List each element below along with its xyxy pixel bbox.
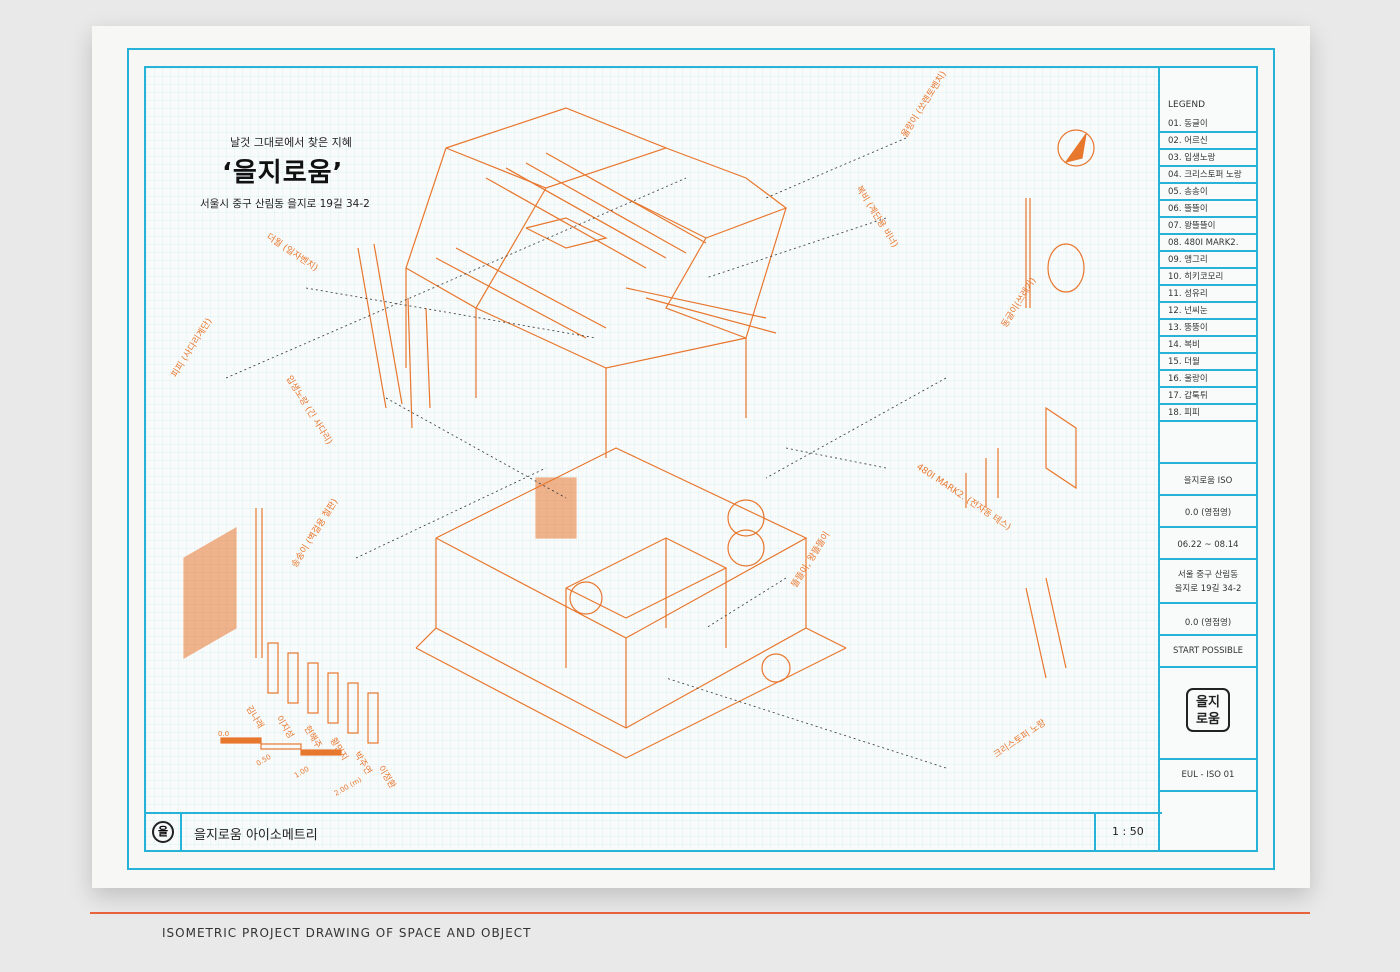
legend-item: 04. 크리스토퍼 노랑	[1160, 167, 1256, 184]
person-name-4: 황민지	[327, 736, 349, 763]
info-project: 을지로움 ISO	[1160, 462, 1256, 494]
page-caption: ISOMETRIC PROJECT DRAWING OF SPACE AND O…	[162, 926, 532, 940]
isometric-drawing: 더월 (일자벤치) 울랑이 (쏘렌토벤치) 복비 (계단용 비너) 동글이(쓰레…	[168, 69, 1095, 798]
scale-bar	[220, 737, 342, 756]
legend-item: 09. 앵그리	[1160, 252, 1256, 269]
headline-address: 서울시 중구 산림동 을지로 19길 34-2	[200, 198, 370, 210]
callout-6-7: 뜰뜰이, 왕뜰뜰이	[789, 530, 832, 590]
title-bar: 을 을지로움 아이소메트리 1 : 50	[146, 812, 1162, 850]
loose-objects	[183, 198, 1085, 679]
person-name-2: 이지성	[273, 714, 295, 741]
title-divider	[1094, 814, 1096, 850]
outer-frame	[127, 48, 1275, 870]
person-name-3: 현해주	[301, 724, 323, 751]
legend-item: 01. 동글이	[1160, 116, 1256, 133]
side-panel: LEGEND 01. 동글이 02. 어르신 03. 입생노랑 04. 크리스토…	[1158, 68, 1256, 850]
legend-item: 07. 왕뜰뜰이	[1160, 218, 1256, 235]
callout-5: 송송이 (벽걸용 철판)	[289, 497, 340, 570]
scale-label-0: 0.0	[218, 730, 229, 738]
compass-icon	[1057, 129, 1095, 167]
title-bar-title: 을지로움 아이소메트리	[194, 828, 318, 843]
legend-item: 11. 성유리	[1160, 286, 1256, 303]
info-status: START POSSIBLE	[1160, 634, 1256, 666]
room-structure	[415, 447, 847, 759]
person-name-6: 이정환	[375, 763, 398, 790]
people-silhouettes	[267, 642, 379, 744]
legend-item: 17. 갑툭튀	[1160, 388, 1256, 405]
legend-item: 14. 복비	[1160, 337, 1256, 354]
callout-4: 크리스토퍼 노랑	[991, 717, 1048, 761]
legend-list: 01. 동글이 02. 어르신 03. 입생노랑 04. 크리스토퍼 노랑 05…	[1160, 116, 1256, 422]
drawing-sheet: 날것 그대로에서 찾은 지혜 ‘을지로움’ 서울시 중구 산림동 을지로 19길…	[92, 26, 1310, 888]
callout-15: 더월 (일자벤치)	[264, 231, 320, 274]
info-sheet-no: EUL - ISO 01	[1160, 758, 1256, 790]
legend-item: 08. 480I MARK2.	[1160, 235, 1256, 252]
callout-14: 복비 (계단용 비너)	[853, 183, 901, 249]
person-name-5: 박주연	[351, 750, 373, 777]
info-period: 06.22 ~ 08.14	[1160, 526, 1256, 558]
headline-title: ‘을지로움’	[222, 158, 344, 188]
legend-item: 18. 피피	[1160, 405, 1256, 422]
caption-rule	[90, 912, 1310, 914]
callout-18: 피피 (사다리계단)	[168, 316, 214, 380]
person-name-1: 김나래	[243, 703, 266, 730]
legend-item: 10. 히키코모리	[1160, 269, 1256, 286]
legend-item: 13. 뚱뚱이	[1160, 320, 1256, 337]
legend-item: 15. 더월	[1160, 354, 1256, 371]
legend-item: 16. 울랑이	[1160, 371, 1256, 388]
legend-item: 12. 넌씨눈	[1160, 303, 1256, 320]
scale-label-3: 2.00 (m)	[333, 776, 363, 798]
inner-frame: 날것 그대로에서 찾은 지혜 ‘을지로움’ 서울시 중구 산림동 을지로 19길…	[144, 66, 1258, 852]
hatched-panel	[535, 477, 577, 539]
callout-16: 울랑이 (쏘렌토벤치)	[898, 69, 949, 140]
roof-structure	[405, 107, 788, 458]
callout-1: 동글이(쓰레기)	[999, 276, 1038, 330]
legend-item: 06. 뜰뜰이	[1160, 201, 1256, 218]
legend-item: 03. 입생노랑	[1160, 150, 1256, 167]
scale-label-1: 0.50	[255, 753, 273, 768]
scale-label-2: 1.00	[293, 765, 311, 780]
leader-lines	[225, 137, 947, 769]
callout-3: 입생노랑 (긴 사다리)	[283, 373, 335, 446]
info-drawn-by: 0.0 (영점영)	[1160, 602, 1256, 634]
info-address: 서울 중구 산림동 을지로 19길 34-2	[1160, 558, 1256, 602]
title-logo: 을	[152, 821, 174, 843]
legend-item: 05. 송송이	[1160, 184, 1256, 201]
info-scale: 0.0 (영점영)	[1160, 494, 1256, 526]
headline-subtitle: 날것 그대로에서 찾은 지혜	[230, 136, 352, 149]
title-divider	[180, 814, 182, 850]
legend-title: LEGEND	[1168, 100, 1206, 110]
legend-item: 02. 어르신	[1160, 133, 1256, 150]
title-bar-scale: 1 : 50	[1112, 825, 1144, 838]
folded-corner-icon	[1160, 790, 1256, 850]
